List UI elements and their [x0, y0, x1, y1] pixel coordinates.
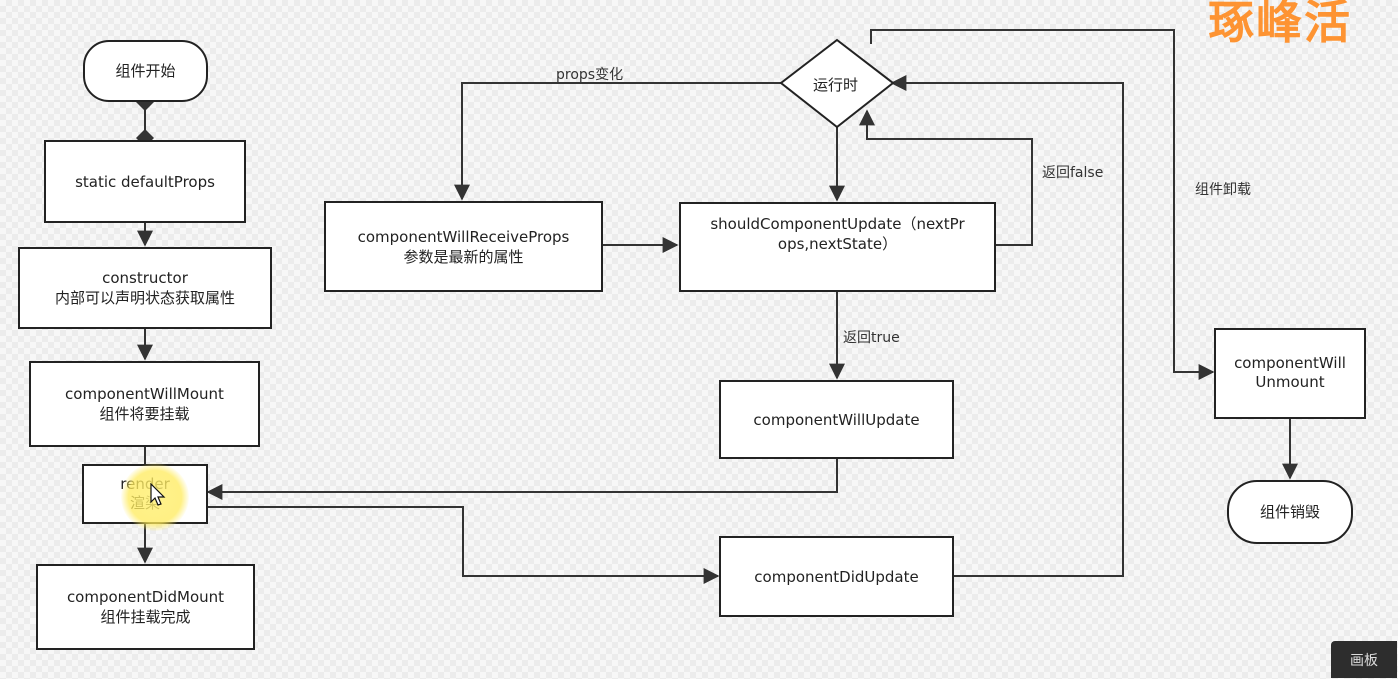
destroyed-node: 组件销毁 — [1227, 480, 1353, 544]
constructor-desc: 内部可以声明状态获取属性 — [54, 289, 235, 307]
constructor-node: constructor 内部可以声明状态获取属性 — [18, 247, 272, 329]
will-unmount-label: componentWill — [1234, 354, 1346, 372]
runtime-diamond — [779, 38, 895, 129]
edge-runtime-willreceiveprops — [454, 82, 782, 201]
edge-shouldupdate-runtime-false — [859, 109, 1033, 246]
edge-label-return-true: 返回true — [843, 330, 900, 346]
default-props-node: static defaultProps — [44, 140, 246, 223]
should-update-node: shouldComponentUpdate（nextPr ops,nextSta… — [679, 202, 996, 292]
did-mount-label: componentDidMount — [66, 588, 225, 606]
edge-label-unmount: 组件卸载 — [1195, 182, 1251, 198]
will-mount-label: componentWillMount — [65, 385, 224, 403]
edge-didupdate-runtime — [890, 75, 1124, 577]
edge-willupdate-render — [206, 458, 838, 500]
render-desc: 渲染 — [129, 494, 160, 512]
should-update-label: shouldComponentUpdate（nextPr — [710, 215, 965, 233]
default-props-label: static defaultProps — [75, 172, 215, 191]
edge-label-return-false: 返回false — [1042, 165, 1104, 181]
did-mount-node: componentDidMount 组件挂载完成 — [36, 564, 255, 650]
start-label: 组件开始 — [115, 62, 176, 80]
will-receive-props-desc: 参数是最新的属性 — [403, 247, 524, 266]
will-mount-node: componentWillMount 组件将要挂载 — [29, 361, 260, 447]
destroyed-label: 组件销毁 — [1259, 503, 1320, 521]
will-update-node: componentWillUpdate — [719, 380, 954, 459]
edge-label-props-change: props变化 — [556, 67, 624, 83]
start-node: 组件开始 — [83, 40, 208, 102]
did-mount-desc: 组件挂载完成 — [100, 608, 191, 626]
watermark-logo: 琢峰活 — [1208, 0, 1352, 49]
runtime-label: 运行时 — [813, 76, 859, 94]
should-update-label-cont: ops,nextState） — [777, 235, 898, 253]
edge-runtime-willunmount — [870, 29, 1215, 380]
will-mount-desc: 组件将要挂载 — [99, 405, 190, 423]
constructor-label: constructor — [102, 269, 188, 287]
render-node: render 渲染 — [82, 464, 208, 524]
did-update-label: componentDidUpdate — [754, 567, 919, 586]
draw-board-button[interactable]: 画板 — [1331, 641, 1397, 678]
will-unmount-node: componentWill Unmount — [1214, 328, 1366, 419]
will-unmount-label-cont: Unmount — [1255, 373, 1325, 391]
will-update-label: componentWillUpdate — [753, 410, 920, 429]
did-update-node: componentDidUpdate — [719, 536, 954, 617]
will-receive-props-node: componentWillReceiveProps 参数是最新的属性 — [324, 201, 603, 292]
edge-render-didupdate — [208, 506, 720, 584]
render-label: render — [120, 475, 170, 493]
will-receive-props-label: componentWillReceiveProps — [357, 227, 570, 246]
